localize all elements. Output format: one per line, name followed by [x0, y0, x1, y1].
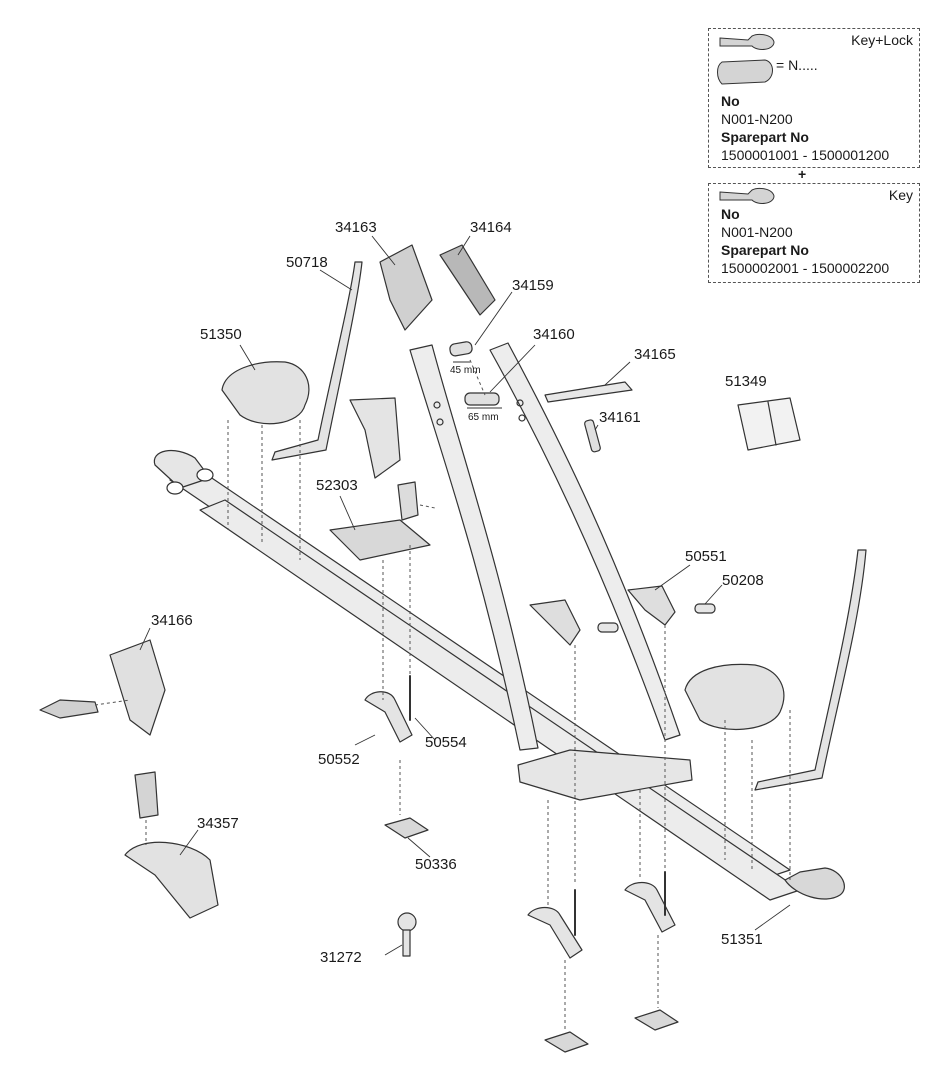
t-nut-lower-right: [634, 1009, 679, 1031]
part-label-50551: 50551: [685, 548, 727, 565]
part-label-34164: 34164: [470, 219, 512, 236]
clamp-50551-left: [529, 599, 581, 646]
lock-housing-34166: [109, 639, 166, 736]
part-label-31272: 31272: [320, 949, 362, 966]
key-icon: [719, 33, 775, 50]
bracket-34357: [124, 841, 219, 919]
pin-34161: [584, 419, 601, 453]
lock-spring: [134, 771, 159, 819]
key-lock-info-box: Key+Lock = N..... No N001-N200 Sparepart…: [708, 28, 920, 168]
key-icon-2: [719, 187, 775, 204]
key-31272: [397, 912, 417, 957]
part-label-34166: 34166: [151, 612, 193, 629]
strap-clamp-lower-right: [624, 881, 676, 933]
key-lock-spare-value: 1500001001 - 1500001200: [721, 147, 890, 163]
part-label-50554: 50554: [425, 734, 467, 751]
part-label-51349: 51349: [725, 373, 767, 390]
lock-cylinder-icon: [717, 59, 773, 85]
part-label-34160: 34160: [533, 326, 575, 343]
grip-34164: [439, 244, 496, 316]
part-label-50208: 50208: [722, 572, 764, 589]
key-no-label: No: [721, 206, 740, 222]
bracket-52303: [329, 519, 431, 561]
part-label-50718: 50718: [286, 254, 328, 271]
part-label-34163: 34163: [335, 219, 377, 236]
clamp-50551-right: [627, 585, 676, 626]
wheel-holder-right: [684, 663, 785, 731]
key-info-box: Key No N001-N200 Sparepart No 1500002001…: [708, 183, 920, 283]
t-nut-lower-left: [544, 1031, 589, 1053]
strap-clamp-lower-left: [527, 906, 583, 959]
part-label-50336: 50336: [415, 856, 457, 873]
part-label-50552: 50552: [318, 751, 360, 768]
t-nut-50336: [384, 817, 429, 839]
key-lock-no-value: N001-N200: [721, 111, 793, 127]
part-label-52303: 52303: [316, 477, 358, 494]
key-lock-equals: = N.....: [776, 57, 818, 73]
tube-34159: [449, 341, 473, 357]
part-label-34161: 34161: [599, 409, 641, 426]
part-label-34159: 34159: [512, 277, 554, 294]
tube-34160: [464, 392, 500, 406]
upright-arms: [409, 342, 681, 751]
strap-clamp-50552: [364, 691, 413, 743]
key-header: Key: [888, 187, 913, 203]
dimension-45mm: 45 mm: [450, 365, 481, 376]
key-spare-value: 1500002001 - 1500002200: [721, 260, 890, 276]
dimension-65mm: 65 mm: [468, 412, 499, 423]
part-label-51350: 51350: [200, 326, 242, 343]
wheel-holder-51350: [221, 361, 310, 425]
strap-arm-50718: [271, 261, 363, 461]
key-lock-spare-label: Sparepart No: [721, 129, 809, 145]
grip-34163: [379, 244, 433, 331]
part-label-34357: 34357: [197, 815, 239, 832]
plus-sign: +: [798, 166, 807, 182]
key-lock-no-label: No: [721, 93, 740, 109]
sticker-51349: [737, 397, 801, 451]
part-label-34165: 34165: [634, 346, 676, 363]
bolt-34165: [544, 381, 633, 403]
strap-arm-right: [754, 549, 867, 791]
part-label-51351: 51351: [721, 931, 763, 948]
base-plate: [517, 749, 693, 801]
key-lock-header: Key+Lock: [851, 32, 913, 48]
key-spare-label: Sparepart No: [721, 242, 809, 258]
key-no-value: N001-N200: [721, 224, 793, 240]
